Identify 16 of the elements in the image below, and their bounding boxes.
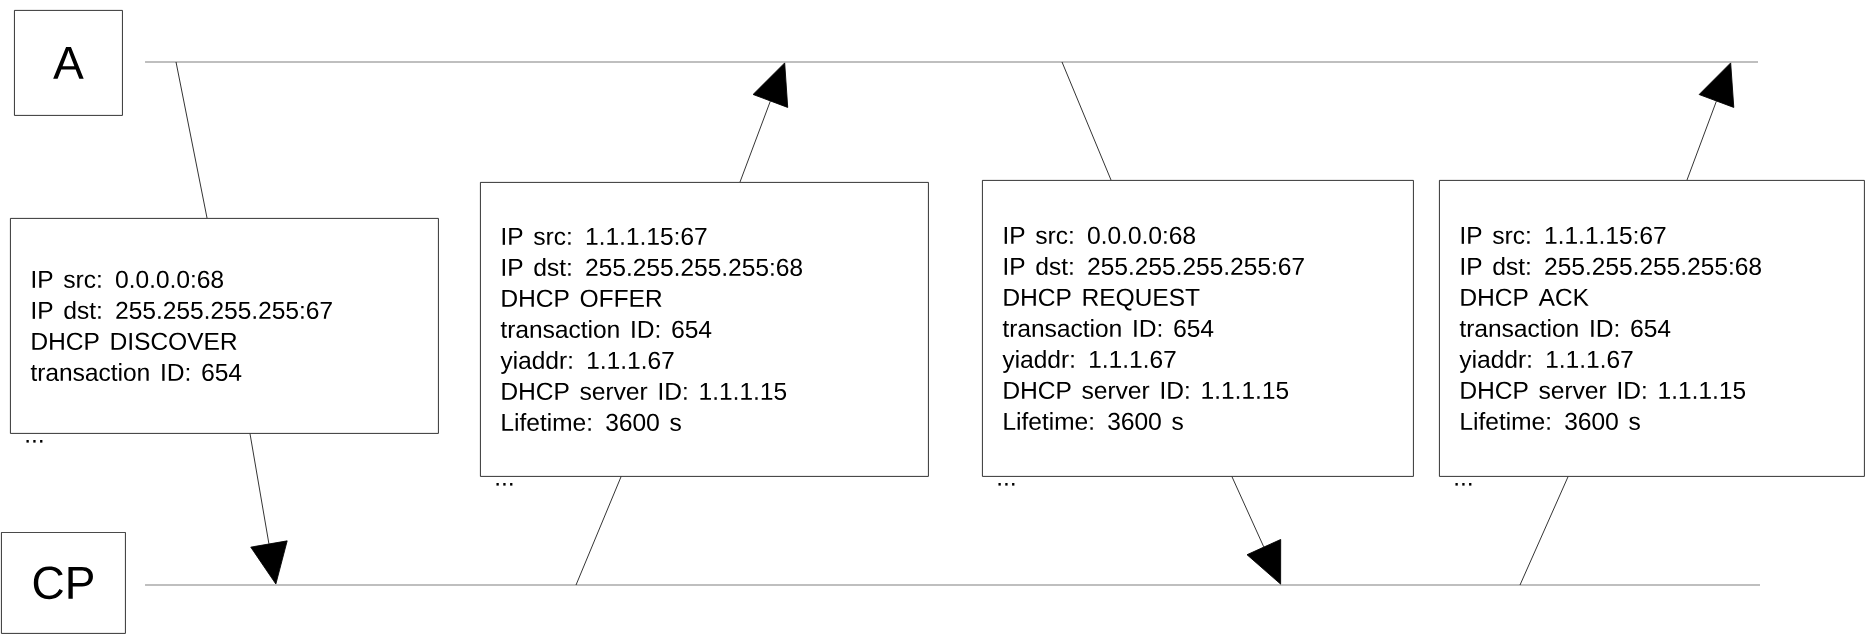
message-box: IP src: 0.0.0.0:68 IP dst: 255.255.255.255:67 DHCP REQUEST transaction ID: 654 yiaddr: 1.1.1.67 DHCP server ID: 1.1.1.15 Lifetime: 3600 s: [982, 180, 1414, 477]
arrow: [739, 62, 789, 183]
message-box: IP src: 0.0.0.0:68 IP dst: 255.255.255.255:67 DHCP DISCOVER transaction ID: 654: [10, 218, 439, 434]
timeline: [144, 584, 1761, 586]
participant-box: A: [14, 10, 123, 116]
message-box: IP src: 1.1.1.15:67 IP dst: 255.255.255.255:68 DHCP ACK transaction ID: 654 yiaddr: 1.1.1.67 DHCP server ID: 1.1.1.15 Lifetime: 3600 s: [1439, 180, 1865, 477]
beside-note: ...: [496, 483, 513, 486]
beside-note: ...: [26, 440, 43, 443]
beside-note: ...: [1455, 483, 1472, 486]
message-box: IP src: 1.1.1.15:67 IP dst: 255.255.255.255:68 DHCP OFFER transaction ID: 654 yiaddr: 1.1.1.67 DHCP server ID: 1.1.1.15 Lifetime: 3600 s: [480, 182, 929, 477]
timeline: [144, 61, 1759, 63]
beside-note: ...: [998, 483, 1015, 486]
arrow: [1686, 62, 1735, 181]
participant-box: CP: [1, 532, 126, 634]
arrow: [1231, 476, 1282, 585]
arrow: [249, 433, 288, 585]
